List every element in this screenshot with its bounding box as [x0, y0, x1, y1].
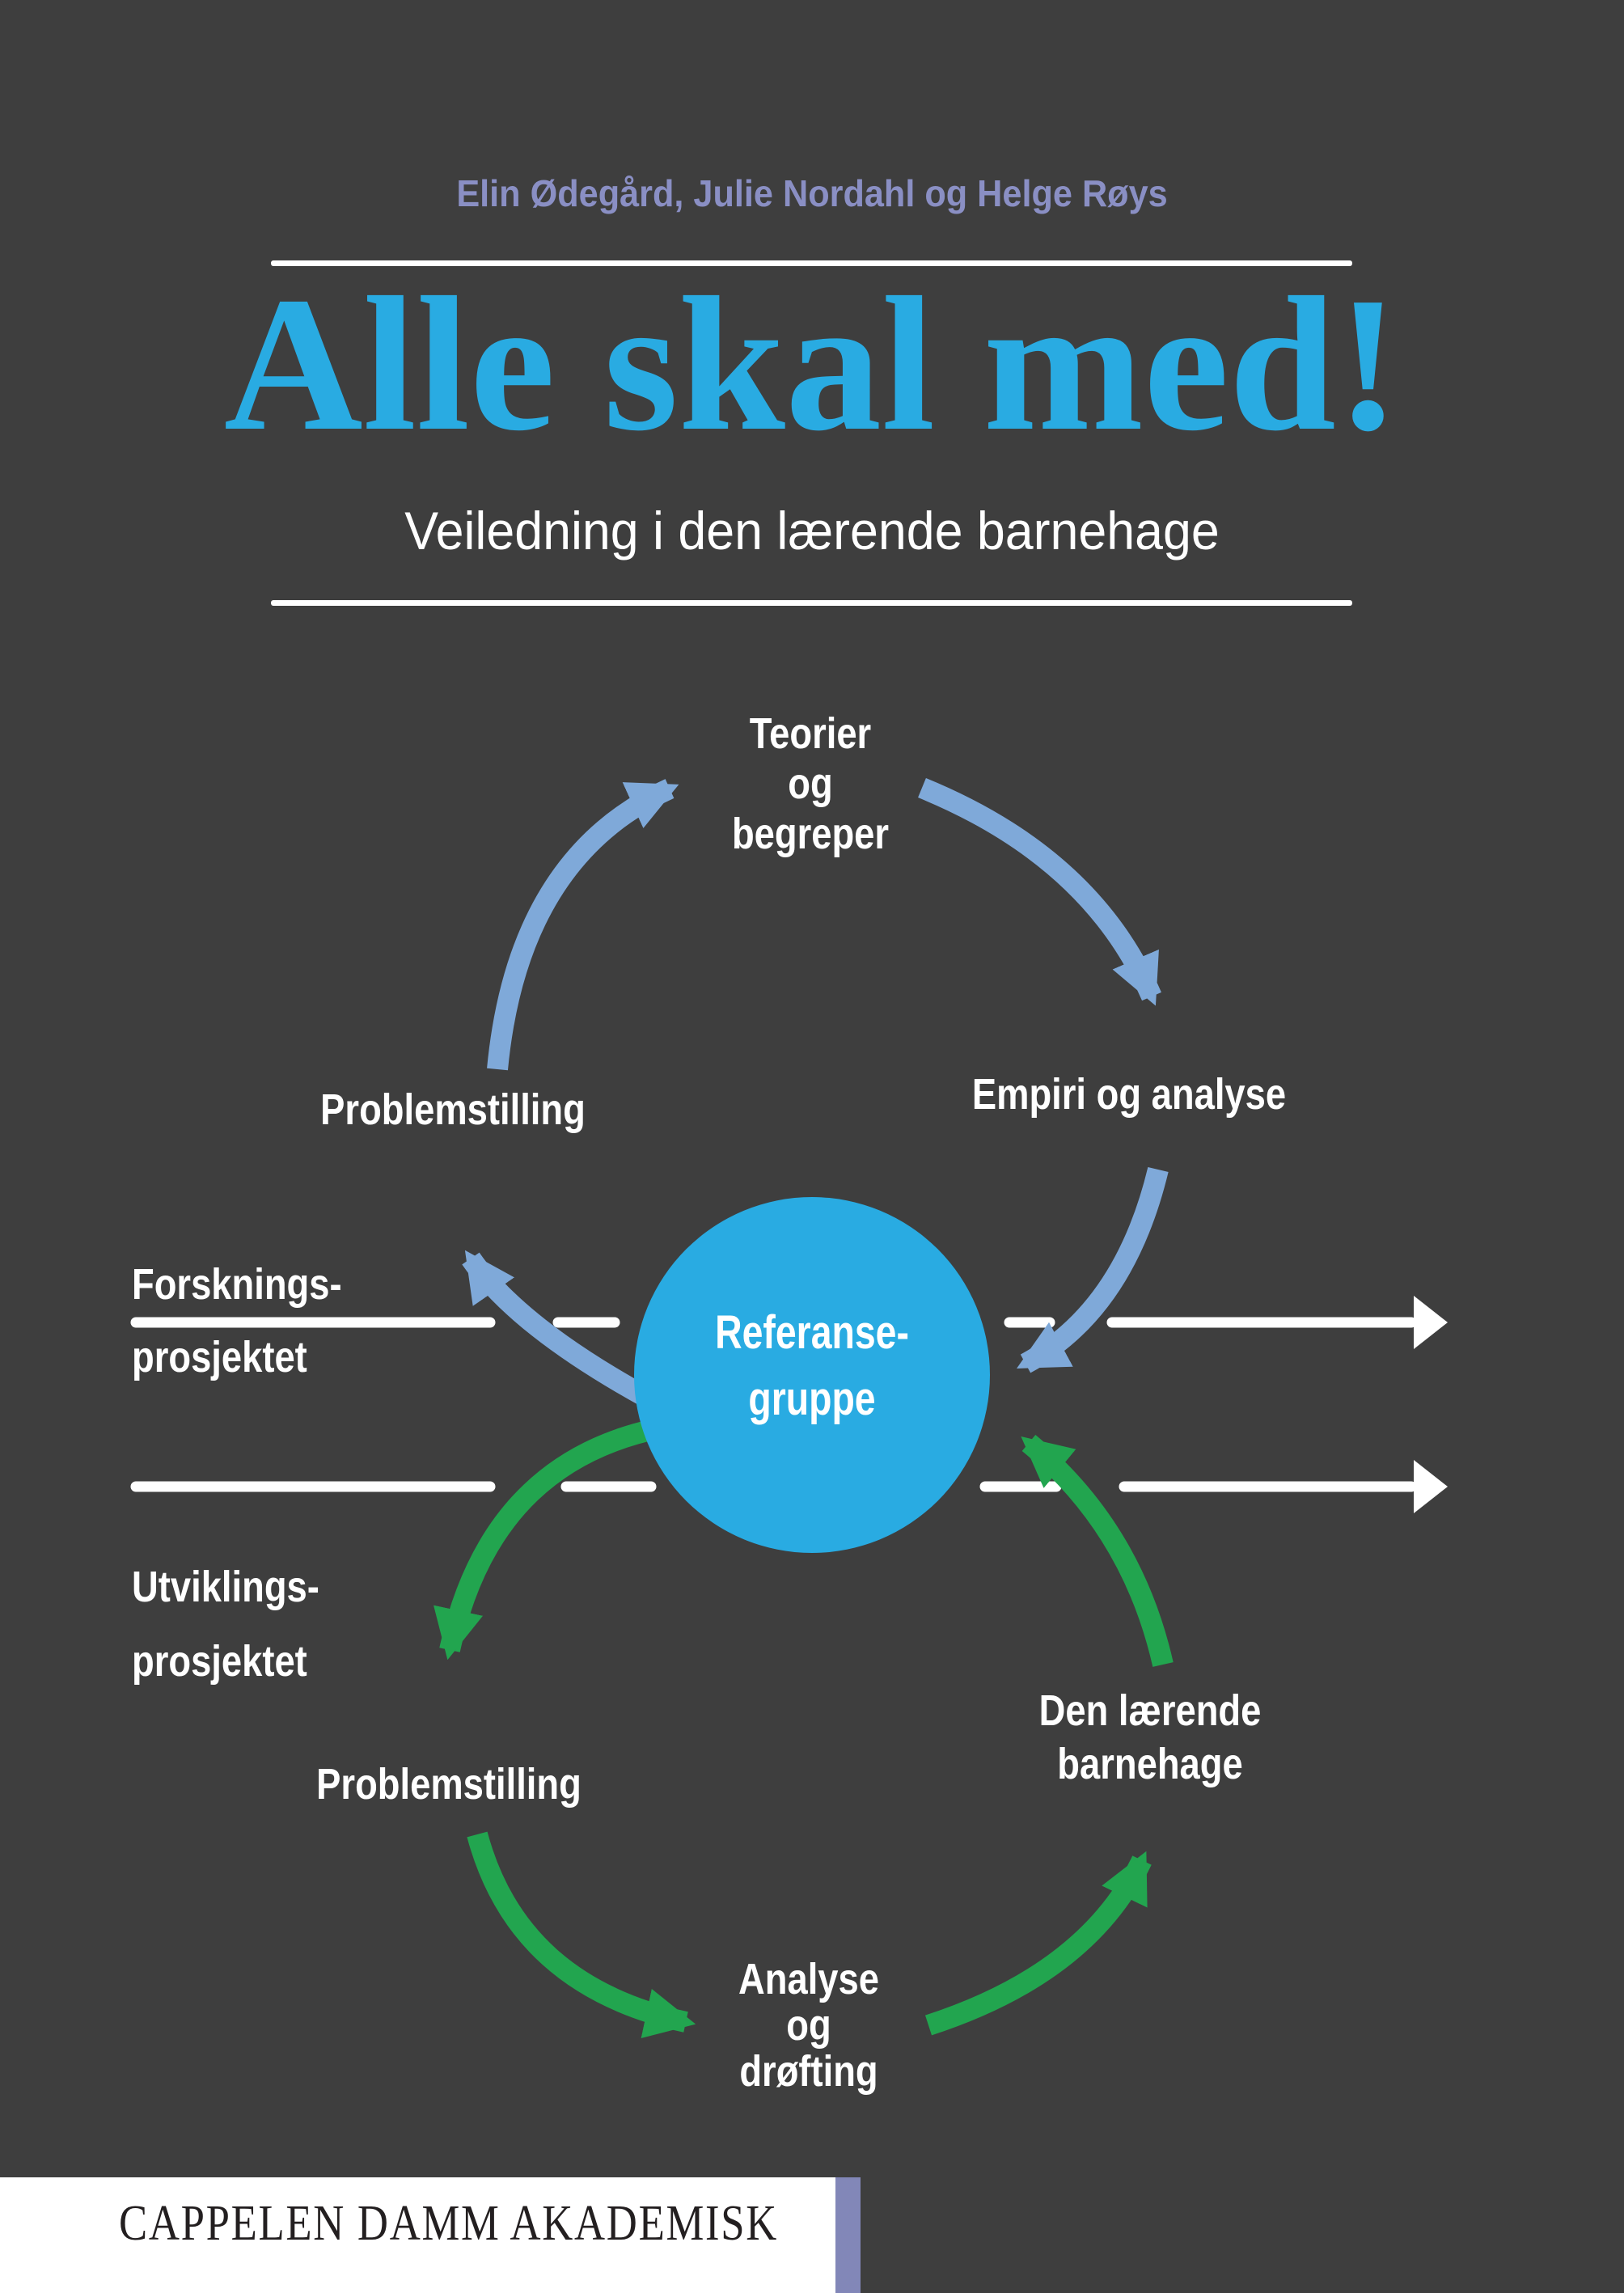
label-line: Utviklings-	[132, 1563, 319, 1611]
label-line: Referanse-	[715, 1306, 909, 1359]
label-line: og	[786, 2001, 831, 2050]
label-problemstilling-development: Problemstilling	[316, 1760, 582, 1809]
label-forskningsprosjektet: Forsknings- prosjektet	[132, 1248, 342, 1394]
label-analyse-og-drofting: Analyse og drøfting	[738, 1957, 879, 2095]
label-line: prosjektet	[132, 1637, 307, 1686]
label-line: begreper	[731, 810, 890, 858]
label-line: Analyse	[738, 1955, 879, 2003]
arrow-den-laerende-to-referansegruppe	[1021, 1434, 1174, 1667]
label-line: Den lærende	[1038, 1686, 1262, 1735]
book-subtitle: Veiledning i den lærende barnehage	[404, 501, 1220, 561]
arrow-referansegruppe-to-problemstilling-bottom	[433, 1413, 689, 1661]
label-referansegruppe: Referanse- gruppe	[715, 1300, 909, 1432]
label-teorier-og-begreper: Teorier og begreper	[732, 709, 889, 859]
authors-line: Elin Ødegård, Julie Nordahl og Helge Røy…	[456, 172, 1168, 214]
book-title: Alle skal med!	[223, 258, 1401, 471]
label-line: Teorier	[749, 709, 872, 758]
forskningsprosjekt-axis-arrowhead-icon	[1414, 1296, 1448, 1349]
arrow-analyse-to-den-laerende	[924, 1851, 1152, 2036]
referansegruppe-circle	[634, 1197, 990, 1553]
label-problemstilling-research: Problemstilling	[320, 1085, 586, 1134]
label-line: gruppe	[748, 1373, 876, 1425]
label-line: barnehage	[1057, 1740, 1243, 1788]
top-divider-line	[271, 260, 1352, 266]
utviklingsprosjekt-axis-arrowhead-icon	[1414, 1460, 1448, 1513]
label-empiri-og-analyse: Empiri og analyse	[971, 1070, 1287, 1119]
label-line: prosjektet	[132, 1333, 307, 1381]
publisher-accent-stripe	[835, 2177, 861, 2293]
label-line: og	[788, 759, 833, 808]
bottom-divider-line	[271, 600, 1352, 606]
arrow-problemstilling-to-analyse	[467, 1831, 696, 2038]
arrow-empiri-to-referansegruppe	[1017, 1166, 1169, 1373]
label-utviklingsprosjektet: Utviklings- prosjektet	[132, 1550, 319, 1699]
arrow-problemstilling-to-teorier	[487, 779, 679, 1071]
arrow-referansegruppe-to-problemstilling-top	[462, 1250, 653, 1407]
label-line: drøfting	[739, 2047, 878, 2096]
label-den-laerende-barnehage: Den lærende barnehage	[1039, 1684, 1262, 1791]
publisher-logo: CAPPELEN DAMM AKADEMISK	[119, 2196, 779, 2251]
label-line: Forsknings-	[132, 1260, 342, 1309]
publisher-bar	[0, 2177, 835, 2293]
arrow-teorier-to-empiri	[918, 777, 1161, 1006]
